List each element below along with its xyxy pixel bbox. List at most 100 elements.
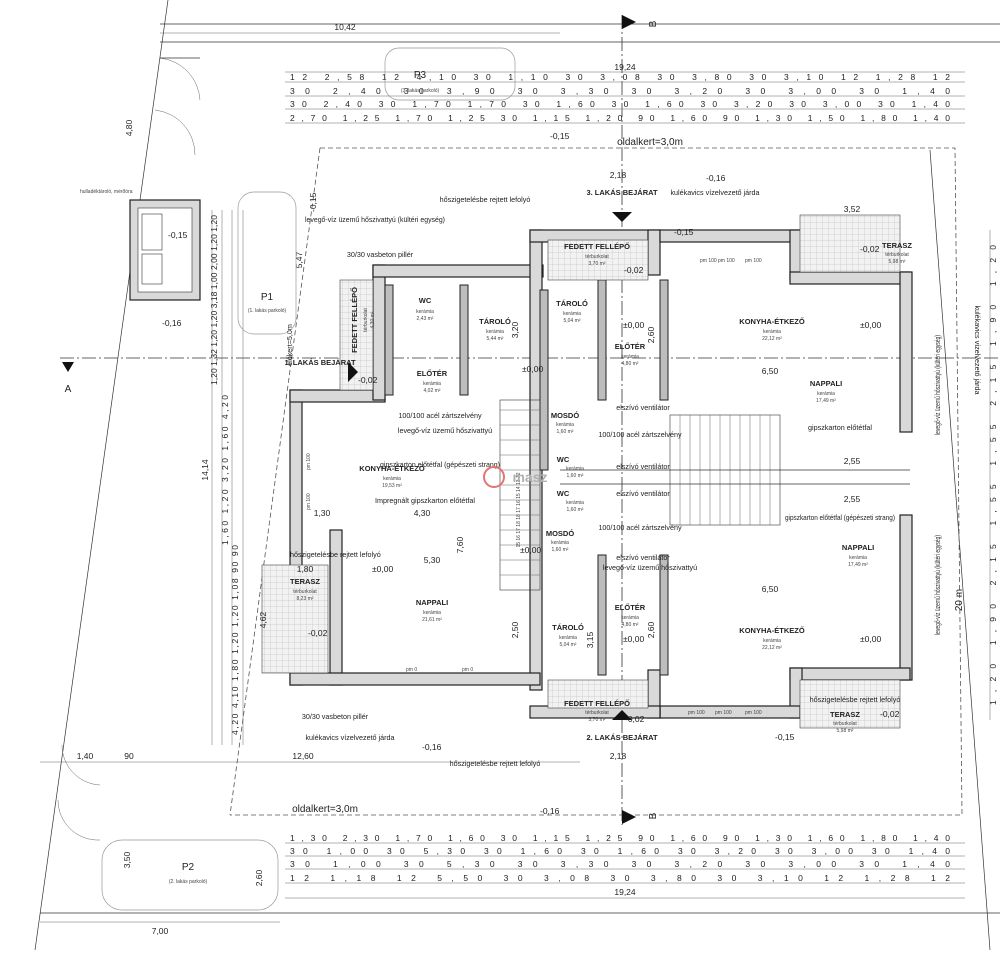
level-6: -0,02: [624, 265, 644, 275]
note-steel-1: 100/100 acél zártszelvény: [398, 411, 482, 420]
room-tarolo-1: TÁROLÓ kerámia 5,44 m²: [479, 317, 511, 342]
parking-p2-label: P2: [182, 862, 195, 873]
note-heatpump-4: levegő-víz üzemű hőszivattyú (kültéri eg…: [933, 335, 942, 435]
note-pillar-2: 30/30 vasbeton pillér: [302, 712, 369, 721]
dim-terrace-width: 3,52: [844, 204, 861, 214]
level-zero-5: ±0,00: [860, 634, 881, 644]
room-nappali-3: NAPPALI kerámia 17,49 m²: [810, 379, 842, 404]
dim-top-row-2: 30 2,40 30 3,90 30 3,30 30 3,20 30 3,00 …: [290, 86, 950, 96]
dim-left-p1: 5,47: [294, 251, 304, 268]
note-gypsum-3: gipszkarton előtétfal (gépészeti strang): [785, 513, 895, 522]
room-terasz-2-area: 5,98 m²: [837, 728, 854, 734]
room-konyha-1: KONYHA-ÉTKEZŐ kerámia 19,53 m²: [359, 464, 425, 489]
room-konyha-2-sub: kerámia: [763, 638, 781, 644]
room-konyha-3-area: 22,12 m²: [762, 336, 782, 342]
note-pillar-1: 30/30 vasbeton pillér: [347, 250, 414, 259]
dim-bottom-left: 12,60: [292, 751, 314, 761]
dim-5-30: 5,30: [424, 555, 441, 565]
dim-2-50: 2,50: [510, 621, 520, 638]
gate-top-left: [154, 57, 201, 156]
level-zero-7: ±0,00: [520, 545, 541, 555]
setback-left-label: előkert=5,0m: [285, 324, 294, 366]
room-konyha-3-name: KONYHA-ÉTKEZŐ: [739, 317, 805, 326]
parking-p2: P2 (2. lakás parkoló): [101, 839, 279, 911]
room-tarolo-2-area: 5,04 m²: [560, 642, 577, 648]
dim-left-chain-top: 1,20 1,32 1,20 1,20 3,18 1,00 2,00 1,20 …: [209, 215, 219, 385]
dim-2-55-top: 2,55: [844, 456, 861, 466]
dim-p2-side: 2,60: [254, 869, 264, 886]
room-konyha-1-area: 19,53 m²: [382, 483, 402, 489]
level-8: -0,02: [308, 628, 328, 638]
room-tarolo-1-sub: kerámia: [486, 329, 504, 335]
parking-p1: P1 (1. lakás parkoló): [237, 191, 297, 335]
room-konyha-1-name: KONYHA-ÉTKEZŐ: [359, 464, 425, 473]
room-terasz-2-name: TERASZ: [830, 710, 860, 719]
room-nappali-3-sub: kerámia: [817, 391, 835, 397]
dim-bottom-mid: 2,18: [610, 751, 627, 761]
terrace-unit-3: [799, 214, 901, 273]
staircase-units-2-3: [560, 414, 910, 526]
level-2: -0,16: [162, 318, 182, 328]
room-fedett-1-sub: térburkolat: [363, 308, 369, 332]
note-gutter-2: hőszigetelésbe rejtett lefolyó: [290, 550, 381, 559]
room-fedett-3-area: 3,70 m²: [589, 261, 606, 267]
dim-4-62: 4,62: [258, 611, 268, 628]
dim-1-80: 1,80: [297, 564, 314, 574]
dim-top-row-3: 30 2,40 30 1,70 1,70 30 1,60 30 1,60 30 …: [290, 99, 950, 109]
setback-bottom-label: oldalkert=3,0m: [292, 804, 358, 815]
room-wc-3-area: 1,60 m²: [567, 473, 584, 479]
dim-top-overall: 10,42: [334, 22, 356, 32]
room-wc-2-name: WC: [557, 489, 570, 498]
room-nappali-1-sub: kerámia: [423, 610, 441, 616]
room-wc-2-sub: kerámia: [566, 500, 584, 506]
note-heatpump-2: levegő-víz üzemű hőszivattyú: [398, 426, 492, 435]
room-mosdo-3-sub: kerámia: [556, 422, 574, 428]
unit-3-walls: [529, 229, 913, 471]
room-wc-1-sub: kerámia: [416, 309, 434, 315]
room-terasz-1-name: TERASZ: [290, 577, 320, 586]
room-konyha-2-name: KONYHA-ÉTKEZŐ: [739, 626, 805, 635]
dim-bottom-total: 19,24: [614, 887, 636, 897]
room-wc-1-name: WC: [419, 296, 432, 305]
note-heatpump-3: levegő-víz üzemű hőszivattyú: [603, 563, 697, 572]
room-wc-3: WC kerámia 1,60 m²: [557, 455, 584, 479]
section-label-b-top: B: [648, 20, 659, 27]
room-nappali-2: NAPPALI kerámia 17,49 m²: [842, 543, 874, 568]
room-terasz-3-area: 5,98 m²: [889, 259, 906, 265]
parking-p3: P3 (3. lakás parkoló): [384, 47, 516, 101]
note-gutter-3: hőszigetelésbe rejtett lefolyó: [450, 759, 541, 768]
room-eloter-1-area: 4,02 m²: [424, 388, 441, 394]
note-steel-3: 100/100 acél zártszelvény: [598, 523, 682, 532]
level-zero-2: ±0,00: [623, 320, 644, 330]
room-eloter-3-area: 4,80 m²: [622, 361, 639, 367]
entrance-3-label: 3. LAKÁS BEJÁRAT: [586, 188, 658, 197]
level-13: -0,15: [550, 131, 570, 141]
room-nappali-2-sub: kerámia: [849, 555, 867, 561]
room-wc-3-sub: kerámia: [566, 466, 584, 472]
parking-p2-sub: (2. lakás parkoló): [169, 879, 208, 885]
room-mosdo-3-area: 1,60 m²: [557, 429, 574, 435]
openings: pm 100 pm 100 pm 100 pm 0 pm 0 pm 100 pm…: [306, 258, 762, 716]
level-markers: -0,15 -0,16 -0,15 -0,16 -0,15 -0,02 -0,0…: [162, 131, 900, 816]
opening-10: pm 100: [306, 493, 312, 510]
dim-gap-90: 90: [124, 751, 134, 761]
room-nappali-2-area: 17,49 m²: [848, 562, 868, 568]
note-heatpump-1: levegő-víz üzemű hőszivattyú (kültéri eg…: [305, 215, 445, 224]
level-10: -0,02: [860, 244, 880, 254]
level-4: -0,16: [706, 173, 726, 183]
room-wc-3-name: WC: [557, 455, 570, 464]
terrace-unit-1: [261, 564, 329, 674]
note-steel-2: 100/100 acél zártszelvény: [598, 430, 682, 439]
level-1: -0,15: [168, 230, 188, 240]
notes: hőszigetelésbe rejtett lefolyó hőszigete…: [290, 188, 982, 768]
waste-label: hulladéktároló, mérőóra: [80, 189, 133, 195]
room-eloter-1-name: ELŐTÉR: [417, 369, 448, 378]
entrance-1-marker: [348, 362, 358, 382]
dim-2-60-bottom: 2,60: [646, 621, 656, 638]
dim-gap-140: 1,40: [77, 751, 94, 761]
note-gravel-bottom: kulékavics vízelvezető járda: [305, 733, 394, 742]
room-eloter-3-sub: kerámia: [621, 354, 639, 360]
entrance-3-marker: [612, 212, 632, 222]
